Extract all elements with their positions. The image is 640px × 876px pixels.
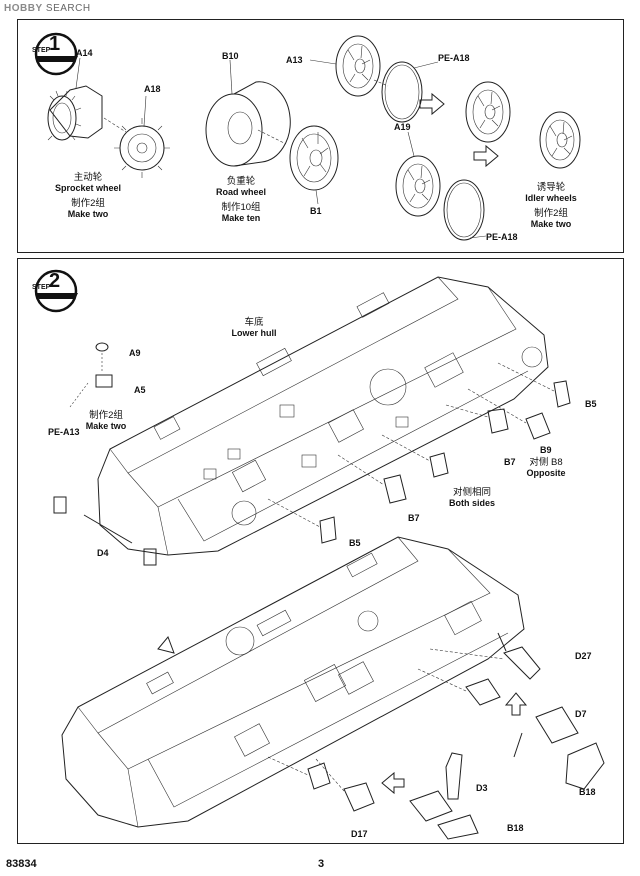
part-d4: D4 <box>97 548 109 558</box>
part-b7-a: B7 <box>504 457 516 467</box>
step1-drawing <box>34 32 581 241</box>
make-two-en: Make two <box>85 421 127 431</box>
part-b5-right: B5 <box>585 399 597 409</box>
pe-ring-bottom-drawing <box>443 179 487 241</box>
idler-qty-zh: 制作2组 <box>534 208 568 219</box>
road-qty-zh: 制作10组 <box>221 202 261 213</box>
arrow-right-icon-2 <box>473 144 499 168</box>
part-a14: A14 <box>76 48 93 58</box>
page-number: 3 <box>318 858 325 870</box>
arrow-up-icon <box>504 692 528 716</box>
sprocket-hub-drawing <box>47 57 103 141</box>
step2-number: 2 <box>49 270 61 292</box>
part-b5-bottom: B5 <box>349 538 361 548</box>
site-logo: HOBBY SEARCH <box>4 3 91 14</box>
step2-drawing <box>34 269 605 840</box>
part-pe-a13: PE-A13 <box>48 427 80 437</box>
lower-hull-en: Lower hull <box>231 328 277 338</box>
idler-caption: 诱导轮 Idler wheels 制作2组 Make two <box>511 182 591 230</box>
part-b1: B1 <box>310 206 322 216</box>
logo-suffix: SEARCH <box>45 3 91 14</box>
part-a5-shape <box>95 374 113 388</box>
part-a18: A18 <box>144 84 161 94</box>
road-qty-en: Make ten <box>221 213 261 223</box>
road-zh: 负重轮 <box>226 176 256 187</box>
idler-assembled-drawing <box>465 81 511 143</box>
part-b18-b: B18 <box>507 823 524 833</box>
part-a13: A13 <box>286 55 303 65</box>
part-d27: D27 <box>575 651 592 661</box>
lower-hull-caption: 车底 Lower hull <box>214 317 294 339</box>
make-two-zh: 制作2组 <box>89 410 123 421</box>
sprocket-zh: 主动轮 <box>73 172 103 183</box>
road-en: Road wheel <box>215 187 266 197</box>
opposite-zh: 对侧 B8 <box>529 457 563 468</box>
step1-badge <box>34 32 78 76</box>
pe-ring-top-drawing <box>373 61 439 123</box>
arrow-left-icon <box>381 771 405 795</box>
both-sides-caption: 对侧相同 Both sides <box>442 487 502 509</box>
part-b7-b: B7 <box>408 513 420 523</box>
sprocket-caption: 主动轮 Sprocket wheel 制作2组 Make two <box>48 172 128 220</box>
idler-final-drawing <box>539 111 581 169</box>
sprocket-wheel-drawing <box>103 95 170 178</box>
road-wheel-outer-drawing <box>205 59 291 167</box>
step2-panel: STEP 2 车底 Lower hull A9 A5 PE-A13 制作2组 M… <box>17 258 624 844</box>
make-two-caption: 制作2组 Make two <box>76 410 136 432</box>
sprocket-qty-zh: 制作2组 <box>71 198 105 209</box>
opposite-caption: 对侧 B8 Opposite <box>518 457 574 479</box>
lower-hull-zh: 车底 <box>244 317 264 328</box>
part-a9: A9 <box>129 348 141 358</box>
step1-number: 1 <box>49 33 61 55</box>
part-pe-a18-top: PE-A18 <box>438 53 470 63</box>
lower-hull-bottom-drawing <box>61 536 605 840</box>
arrow-right-icon <box>419 92 445 116</box>
lower-hull-top-drawing <box>53 276 571 566</box>
road-wheel-inner-drawing <box>289 125 339 205</box>
sprocket-en: Sprocket wheel <box>54 183 122 193</box>
part-b9: B9 <box>540 445 552 455</box>
idler-wheel-a13-drawing <box>309 35 381 97</box>
part-b10: B10 <box>222 51 239 61</box>
sprocket-qty-en: Make two <box>67 209 109 219</box>
idler-wheel-a19-drawing <box>395 131 441 217</box>
step2-badge <box>34 269 78 313</box>
both-sides-zh: 对侧相同 <box>452 487 491 498</box>
step2-word: STEP <box>32 284 51 291</box>
road-wheel-caption: 负重轮 Road wheel 制作10组 Make ten <box>201 176 281 224</box>
catalog-number: 83834 <box>6 858 37 870</box>
part-a19: A19 <box>394 122 411 132</box>
part-d3: D3 <box>476 783 488 793</box>
part-d7: D7 <box>575 709 587 719</box>
part-pe-a18-bottom: PE-A18 <box>486 232 518 242</box>
step1-word: STEP <box>32 47 51 54</box>
part-b18-a: B18 <box>579 787 596 797</box>
logo-prefix: HOBBY <box>4 3 43 14</box>
both-sides-en: Both sides <box>448 498 495 508</box>
part-d17: D17 <box>351 829 368 839</box>
step1-panel: STEP 1 A14 A18 B10 B1 A13 PE-A18 A19 PE-… <box>17 19 624 253</box>
idler-zh: 诱导轮 <box>536 182 566 193</box>
idler-en: Idler wheels <box>525 193 577 203</box>
part-a5: A5 <box>134 385 146 395</box>
opposite-en: Opposite <box>526 468 566 478</box>
idler-qty-en: Make two <box>530 219 572 229</box>
